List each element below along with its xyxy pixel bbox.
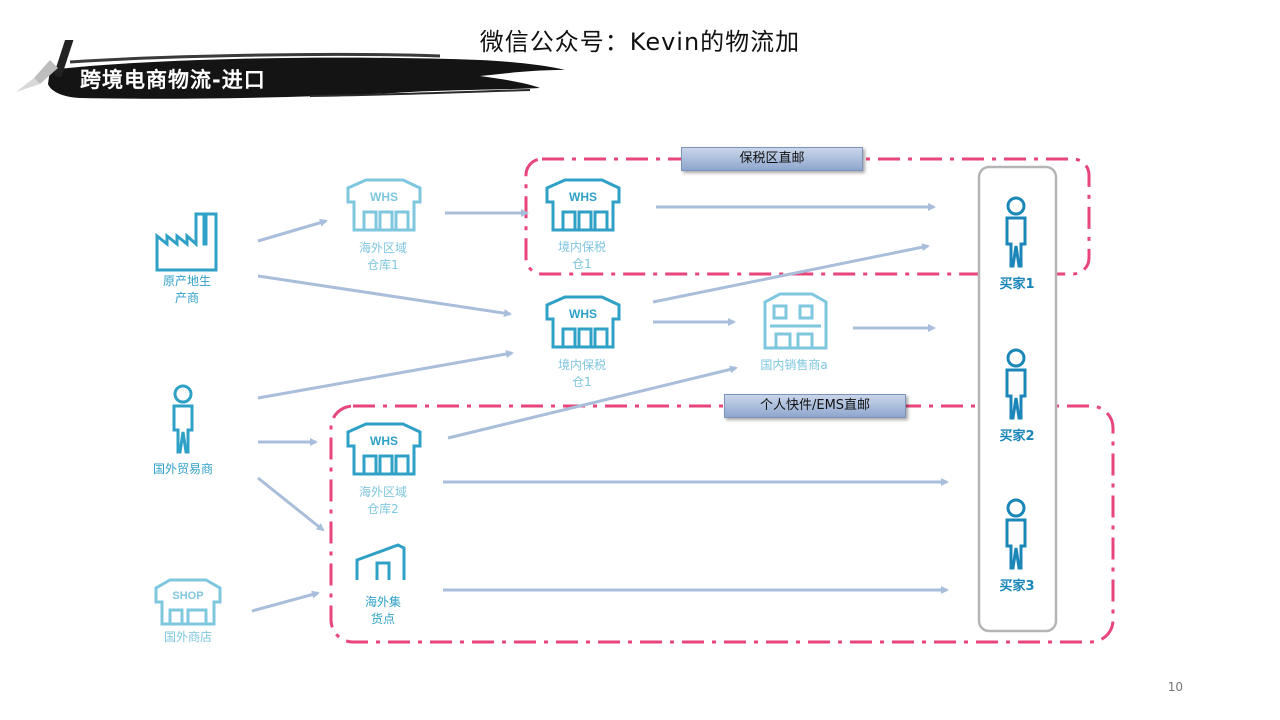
brush-banner — [16, 40, 565, 99]
overseas-wh1-label: 海外区域 仓库1 — [358, 241, 407, 272]
arrow-wh2-to-distributor — [447, 365, 738, 440]
domestic-bonded-mid-label: 境内保税 仓1 — [557, 358, 606, 389]
arrow-producer-to-bonded-mid — [257, 274, 512, 318]
express-ems-tag: 个人快件/EMS直邮 — [724, 394, 906, 418]
section-banner-title: 跨境电商物流-进口 — [80, 68, 266, 92]
warehouse-icon-bonded-top: WHS — [545, 178, 621, 232]
trader-person-icon — [172, 384, 194, 454]
overseas-wh2-label: 海外区域 仓库2 — [358, 485, 407, 516]
arrow-trader-to-collection — [257, 476, 325, 532]
arrow-producer-to-wh1 — [257, 218, 328, 243]
buyer3-label: 买家3 — [999, 579, 1035, 594]
domestic-bonded-top-label: 境内保税 仓1 — [557, 240, 606, 271]
svg-text:WHS: WHS — [370, 434, 398, 448]
overseas-collection-label: 海外集 货点 — [364, 595, 401, 626]
collection-point-icon — [355, 543, 406, 580]
warehouse-icon-wh1: WHS — [346, 178, 422, 232]
arrow-bonded-mid-to-buyer1 — [652, 243, 930, 304]
buyer3-person-icon — [1005, 498, 1027, 570]
buyer1-person-icon — [1005, 196, 1027, 268]
distributor-building-icon — [763, 292, 828, 350]
svg-text:SHOP: SHOP — [172, 590, 203, 602]
bonded-direct-tag: 保税区直邮 — [681, 147, 863, 171]
buyer2-label: 买家2 — [999, 429, 1035, 444]
svg-text:WHS: WHS — [569, 307, 597, 321]
warehouse-icon-wh2: WHS — [346, 422, 422, 476]
arrow-trader-to-bonded-mid — [257, 350, 514, 400]
buyer1-label: 买家1 — [999, 277, 1035, 292]
buyer2-person-icon — [1005, 348, 1027, 420]
express-group-box — [329, 404, 1115, 644]
foreign-shop-label: 国外商店 — [163, 630, 212, 644]
factory-icon — [155, 212, 218, 272]
shop-icon: SHOP — [154, 578, 222, 626]
origin-producer-label: 原产地生 产商 — [162, 274, 211, 305]
page-number: 10 — [1167, 680, 1183, 694]
warehouse-icon-bonded-mid: WHS — [545, 295, 621, 349]
svg-text:WHS: WHS — [569, 190, 597, 204]
svg-text:WHS: WHS — [370, 190, 398, 204]
arrow-shop-to-collection — [251, 590, 320, 613]
page-title: 微信公众号：Kevin的物流加 — [479, 28, 801, 56]
brush-pen-icon — [16, 40, 79, 92]
foreign-trader-label: 国外贸易商 — [152, 462, 213, 476]
domestic-distributor-label: 国内销售商a — [760, 358, 828, 372]
